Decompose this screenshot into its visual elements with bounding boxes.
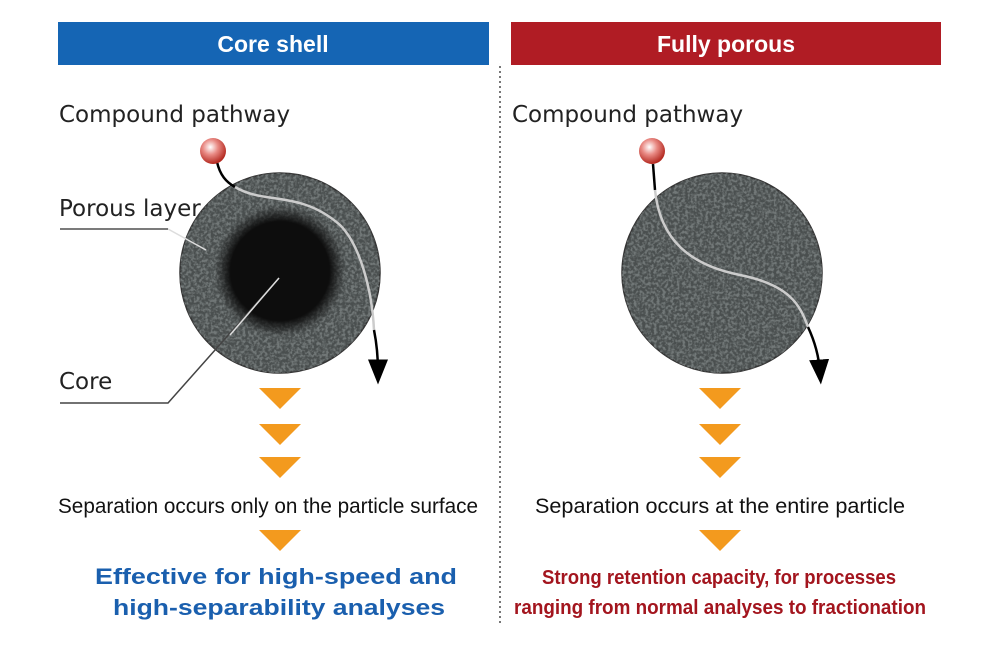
core xyxy=(214,205,346,337)
fully-porous-title: Fully porous xyxy=(657,31,795,57)
down-triangle-icon xyxy=(699,424,741,445)
down-triangle-icon xyxy=(259,388,301,409)
down-triangle-icon xyxy=(699,530,741,551)
core-shell-result-line1: Effective for high-speed and xyxy=(95,564,457,589)
porous-layer-label: Porous layer xyxy=(59,196,201,222)
fully-porous-result-line2: ranging from normal analyses to fraction… xyxy=(514,597,926,619)
core-shell-flow-arrows xyxy=(259,388,301,551)
down-triangle-icon xyxy=(259,424,301,445)
compound-ball-icon xyxy=(639,138,665,164)
core-shell-particle xyxy=(179,172,381,374)
fully-porous-flow-arrows xyxy=(699,388,741,551)
core-shell-title: Core shell xyxy=(217,31,328,57)
core-shell-pathway-label: Compound pathway xyxy=(59,102,290,128)
fully-porous-particle xyxy=(621,172,823,374)
core-shell-result-line2: high-separability analyses xyxy=(113,595,445,620)
core-label: Core xyxy=(59,369,112,395)
down-triangle-icon xyxy=(699,388,741,409)
fully-porous-result-line1: Strong retention capacity, for processes xyxy=(542,567,896,589)
down-triangle-icon xyxy=(259,457,301,478)
down-triangle-icon xyxy=(699,457,741,478)
down-triangle-icon xyxy=(259,530,301,551)
fully-porous-pathway xyxy=(639,138,830,385)
compound-ball-icon xyxy=(200,138,226,164)
core-shell-pathway xyxy=(200,138,388,385)
fully-porous-pathway-label: Compound pathway xyxy=(512,102,743,128)
fully-porous-header: Fully porous xyxy=(511,22,941,65)
core-shell-header: Core shell xyxy=(58,22,489,65)
core-shell-separation-text: Separation occurs only on the particle s… xyxy=(58,495,478,518)
core-leader-line xyxy=(60,277,280,404)
fully-porous-separation-text: Separation occurs at the entire particle xyxy=(535,495,905,518)
